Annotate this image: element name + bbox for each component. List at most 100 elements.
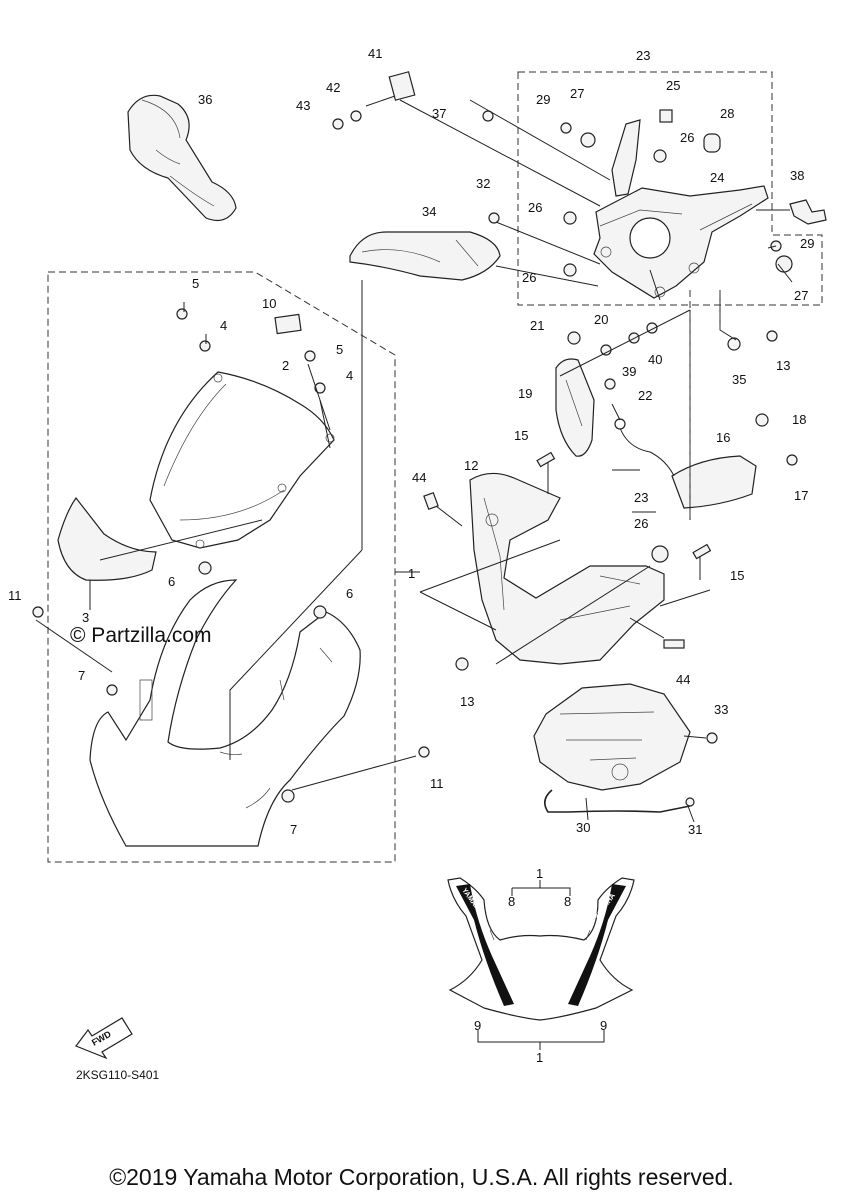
callout-17[interactable]: 17: [794, 488, 808, 503]
callout-5-left[interactable]: 5: [192, 276, 199, 291]
callout-26-left[interactable]: 26: [528, 200, 542, 215]
callout-4-right[interactable]: 4: [346, 368, 353, 383]
callout-7-right[interactable]: 7: [290, 822, 297, 837]
part-29-nut-top[interactable]: [560, 122, 572, 134]
callout-35[interactable]: 35: [732, 372, 746, 387]
callout-41[interactable]: 41: [368, 46, 382, 61]
callout-24[interactable]: 24: [710, 170, 724, 185]
callout-15-right[interactable]: 15: [730, 568, 744, 583]
callout-10[interactable]: 10: [262, 296, 276, 311]
part-38-bracket[interactable]: [789, 199, 827, 225]
callout-31[interactable]: 31: [688, 822, 702, 837]
callout-16[interactable]: 16: [716, 430, 730, 445]
callout-34[interactable]: 34: [422, 204, 436, 219]
part-13-screw-top[interactable]: [766, 330, 778, 342]
callout-40[interactable]: 40: [648, 352, 662, 367]
callout-6-right[interactable]: 6: [346, 586, 353, 601]
callout-2[interactable]: 2: [282, 358, 289, 373]
part-41-clip[interactable]: [388, 71, 416, 101]
part-10-pad[interactable]: [274, 313, 302, 335]
part-42-nut[interactable]: [350, 110, 362, 122]
callout-29-right[interactable]: 29: [800, 236, 814, 251]
part-23-stay-assembly[interactable]: [593, 119, 769, 299]
callout-44-right[interactable]: 44: [676, 672, 690, 687]
callout-39[interactable]: 39: [622, 364, 636, 379]
callout-8-left[interactable]: 8: [508, 894, 515, 909]
callout-6-left[interactable]: 6: [168, 574, 175, 589]
callout-30[interactable]: 30: [576, 820, 590, 835]
part-1-front-cowling[interactable]: [89, 579, 361, 847]
part-16-turn-signal[interactable]: [614, 418, 757, 509]
callout-1-decal-top[interactable]: 1: [536, 866, 543, 881]
callout-7-left[interactable]: 7: [78, 668, 85, 683]
callout-3[interactable]: 3: [82, 610, 89, 625]
callout-23-top[interactable]: 23: [636, 48, 650, 63]
callout-11-left[interactable]: 11: [8, 588, 22, 603]
callout-23-mid[interactable]: 23: [634, 490, 648, 505]
callout-12[interactable]: 12: [464, 458, 478, 473]
callout-5-right[interactable]: 5: [336, 342, 343, 357]
part-35-nut[interactable]: [727, 337, 741, 351]
part-22-clip[interactable]: [604, 378, 616, 390]
part-36-rear-view-mirror[interactable]: [127, 94, 237, 221]
part-25-nut[interactable]: [659, 109, 673, 123]
callout-38[interactable]: 38: [790, 168, 804, 183]
part-34-air-duct[interactable]: [349, 231, 501, 281]
callout-1-right[interactable]: 1: [408, 566, 415, 581]
callout-21[interactable]: 21: [530, 318, 544, 333]
part-13-screw-bottom[interactable]: [455, 657, 469, 671]
part-5-screw-right[interactable]: [304, 350, 316, 362]
callout-32[interactable]: 32: [476, 176, 490, 191]
part-4-nut-right[interactable]: [314, 382, 326, 394]
part-31-band[interactable]: [685, 797, 695, 807]
decal-set[interactable]: YAMAHA YAMAHA: [447, 877, 635, 1021]
callout-33[interactable]: 33: [714, 702, 728, 717]
callout-19[interactable]: 19: [518, 386, 532, 401]
part-26-nut-left[interactable]: [563, 211, 577, 225]
part-19-position-light[interactable]: [555, 358, 595, 457]
part-26-grommet-mid[interactable]: [651, 545, 669, 563]
part-33-screw[interactable]: [706, 732, 718, 744]
part-33-meter-assembly[interactable]: [533, 683, 691, 791]
part-28-collar[interactable]: [703, 133, 721, 153]
part-15-pad-right[interactable]: [692, 543, 712, 560]
callout-1-decal-bottom[interactable]: 1: [536, 1050, 543, 1065]
part-12-headlight[interactable]: [469, 472, 665, 665]
part-26-nut-upper[interactable]: [653, 149, 667, 163]
callout-43[interactable]: 43: [296, 98, 310, 113]
callout-13-bottom[interactable]: 13: [460, 694, 474, 709]
callout-26-lower[interactable]: 26: [522, 270, 536, 285]
callout-18[interactable]: 18: [792, 412, 806, 427]
callout-15-top[interactable]: 15: [514, 428, 528, 443]
callout-25[interactable]: 25: [666, 78, 680, 93]
callout-9-left[interactable]: 9: [474, 1018, 481, 1033]
part-6-grommet-left[interactable]: [198, 561, 212, 575]
callout-27-top[interactable]: 27: [570, 86, 584, 101]
callout-22[interactable]: 22: [638, 388, 652, 403]
callout-8-right[interactable]: 8: [564, 894, 571, 909]
callout-29-top[interactable]: 29: [536, 92, 550, 107]
part-15-pad-top[interactable]: [536, 451, 556, 468]
part-26-nut-lower[interactable]: [563, 263, 577, 277]
callout-37[interactable]: 37: [432, 106, 446, 121]
part-6-grommet-right[interactable]: [313, 605, 327, 619]
part-11-screw-left[interactable]: [32, 606, 44, 618]
part-43-screw[interactable]: [332, 118, 344, 130]
callout-11-right[interactable]: 11: [430, 776, 444, 791]
part-7-nut-right[interactable]: [281, 789, 295, 803]
part-5-screw-left[interactable]: [176, 308, 188, 320]
callout-42[interactable]: 42: [326, 80, 340, 95]
callout-4-left[interactable]: 4: [220, 318, 227, 333]
callout-28[interactable]: 28: [720, 106, 734, 121]
part-27-grommet-top[interactable]: [580, 132, 596, 148]
part-4-nut-left[interactable]: [199, 340, 211, 352]
callout-36[interactable]: 36: [198, 92, 212, 107]
part-17-screw[interactable]: [786, 454, 798, 466]
callout-26-mid[interactable]: 26: [634, 516, 648, 531]
part-18-nut[interactable]: [755, 413, 769, 427]
callout-20[interactable]: 20: [594, 312, 608, 327]
part-44-pad-right[interactable]: [663, 639, 685, 649]
callout-13-top[interactable]: 13: [776, 358, 790, 373]
part-37-nut[interactable]: [482, 110, 494, 122]
callout-9-right[interactable]: 9: [600, 1018, 607, 1033]
